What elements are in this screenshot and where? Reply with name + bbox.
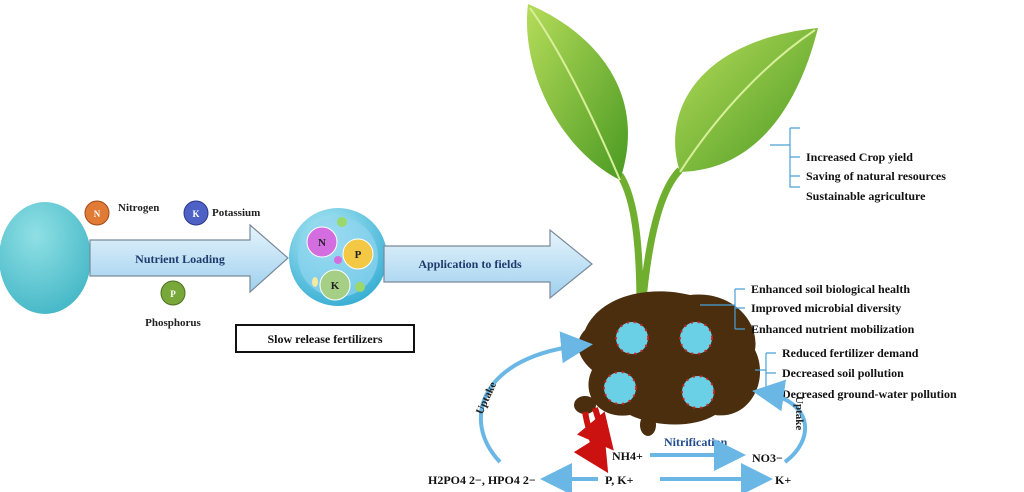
nutrient-loading-label: Nutrient Loading	[135, 252, 225, 266]
plant-seedling	[526, 4, 818, 311]
nh4-label: NH4+	[612, 449, 643, 463]
plant-benefit: Saving of natural resources	[806, 169, 946, 183]
environment-benefit: Decreased ground-water pollution	[782, 387, 957, 401]
soil-clump	[574, 291, 761, 436]
application-arrow: Application to fields	[383, 228, 593, 300]
svg-text:N: N	[94, 209, 101, 219]
soil-benefit: Enhanced nutrient mobilization	[751, 322, 915, 336]
benefit-brackets	[700, 127, 800, 395]
uptake-right-label: Uptake	[793, 396, 805, 430]
phosphate-label: H2PO4 2−, HPO4 2−	[428, 473, 536, 487]
svg-text:Application to fields: Application to fields	[418, 257, 522, 271]
svg-text:Slow release fertilizers: Slow release fertilizers	[267, 332, 382, 346]
soil-benefit: Improved microbial diversity	[751, 301, 901, 315]
svg-text:K: K	[331, 280, 340, 292]
svg-text:N: N	[318, 237, 326, 249]
nitrification-label: Nitrification	[664, 435, 728, 449]
plant-benefit: Sustainable agriculture	[806, 189, 926, 203]
carrier-material	[0, 202, 91, 314]
phosphorus-icon: P	[160, 280, 186, 306]
environment-benefit: Decreased soil pollution	[782, 366, 904, 380]
potassium-icon: K	[183, 200, 209, 226]
svg-text:P: P	[170, 289, 176, 299]
nutrient-loading-arrow: Nutrient Loading	[89, 223, 289, 294]
environment-benefit: Reduced fertilizer demand	[782, 346, 919, 360]
slow-release-label-box: Slow release fertilizers	[235, 324, 415, 353]
nitrogen-label: Nitrogen	[118, 202, 159, 214]
svg-text:K: K	[192, 209, 199, 219]
nitrogen-icon: N	[84, 200, 110, 226]
svg-text:P: P	[355, 249, 362, 261]
phosphorus-label: Phosphorus	[145, 317, 201, 329]
pk-label: P, K+	[605, 473, 634, 487]
fertilizer-capsule: N P K	[289, 208, 387, 306]
uptake-left-label: Uptake	[474, 380, 499, 416]
k-label: K+	[775, 473, 791, 487]
soil-benefit: Enhanced soil biological health	[751, 282, 910, 296]
no3-label: NO3−	[752, 451, 783, 465]
plant-benefit: Increased Crop yield	[806, 150, 913, 164]
potassium-label: Potassium	[212, 207, 260, 219]
